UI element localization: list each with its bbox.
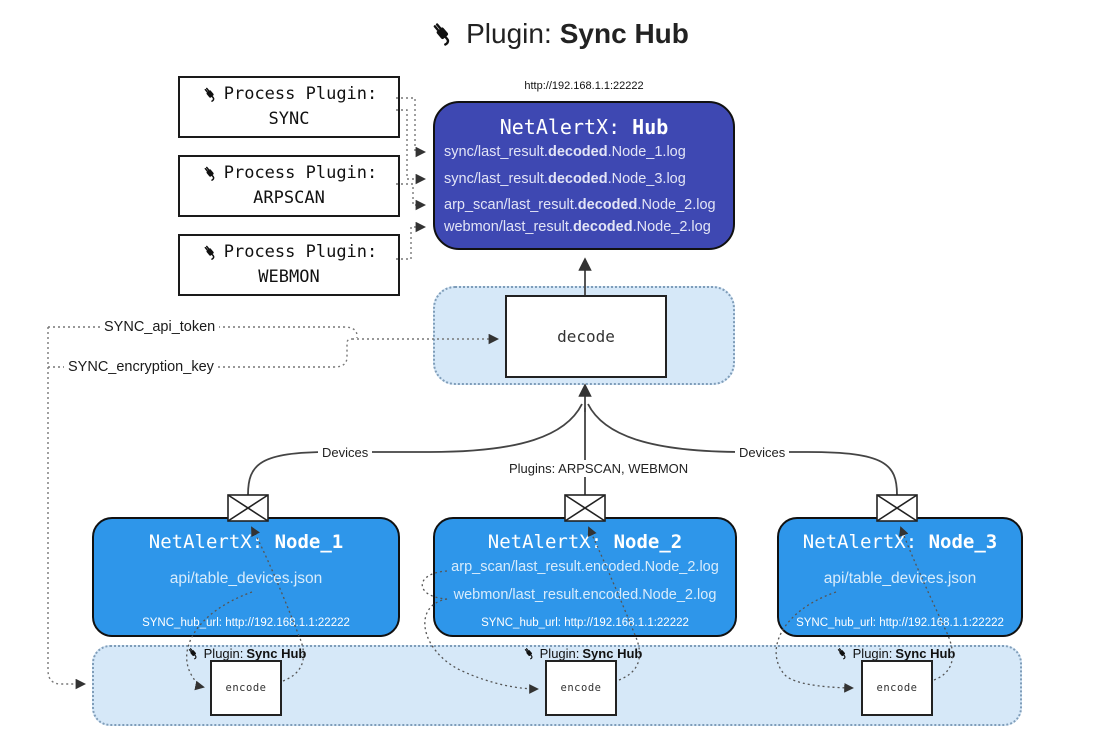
hub-title-prefix: NetAlertX: (499, 115, 621, 139)
hub-log-line: sync/last_result.decoded.Node_1.log (444, 144, 686, 160)
sync-api-token-label: SYNC_api_token (100, 319, 220, 335)
decode-box: decode (505, 295, 667, 378)
page-title-prefix: Plugin: (466, 18, 552, 49)
node-title: NetAlertX: Node_1 (148, 531, 344, 553)
encode-box-3: encode (861, 660, 933, 716)
encode-box-2: encode (545, 660, 617, 716)
hub-log-line: sync/last_result.decoded.Node_3.log (444, 171, 686, 187)
process-plugin-name: SYNC (268, 109, 310, 129)
hub-title-name: Hub (632, 115, 669, 139)
node-file-line: arp_scan/last_result.encoded.Node_2.log (451, 559, 719, 575)
plug-icon (186, 646, 201, 661)
plugin-to-hub-wires (396, 97, 427, 260)
node-hub-url: SYNC_hub_url: http://192.168.1.1:22222 (481, 617, 689, 629)
process-plugin-label: Process Plugin: (223, 242, 378, 262)
hub-box: NetAlertX: Hub sync/last_result.decoded.… (433, 101, 735, 250)
encoder-label-2: Plugin: Sync Hub (482, 646, 682, 661)
plug-icon (201, 85, 220, 104)
process-plugin-box-sync: Process Plugin: SYNC (178, 76, 400, 138)
hub-log-line: webmon/last_result.decoded.Node_2.log (444, 219, 711, 235)
plug-icon (835, 646, 850, 661)
node-box-node1: NetAlertX: Node_1 api/table_devices.json… (92, 517, 400, 637)
encode-box-1: encode (210, 660, 282, 716)
plug-icon (522, 646, 537, 661)
node-box-node2: NetAlertX: Node_2 arp_scan/last_result.e… (433, 517, 737, 637)
page-title-name: Sync Hub (559, 18, 689, 49)
plug-icon (201, 164, 220, 183)
process-plugin-name: ARPSCAN (253, 188, 325, 208)
process-plugin-box-arpscan: Process Plugin: ARPSCAN (178, 155, 400, 217)
node-file-line: api/table_devices.json (823, 570, 977, 587)
devices-edge-label-right: Devices (735, 444, 790, 461)
process-plugin-label: Process Plugin: (223, 84, 378, 104)
encoder-label-1: Plugin: Sync Hub (146, 646, 346, 661)
sync-encryption-key-label: SYNC_encryption_key (64, 359, 218, 375)
node-box-node3: NetAlertX: Node_3 api/table_devices.json… (777, 517, 1023, 637)
hub-title: NetAlertX: Hub (435, 115, 733, 139)
hub-url: http://192.168.1.1:22222 (524, 80, 644, 92)
process-plugin-box-webmon: Process Plugin: WEBMON (178, 234, 400, 296)
hub-log-line: arp_scan/last_result.decoded.Node_2.log (444, 197, 716, 213)
encoder-label-3: Plugin: Sync Hub (795, 646, 995, 661)
plug-icon (201, 243, 220, 262)
plug-icon (428, 19, 458, 49)
process-plugin-label: Process Plugin: (223, 163, 378, 183)
node-hub-url: SYNC_hub_url: http://192.168.1.1:22222 (796, 617, 1004, 629)
node-file-line: api/table_devices.json (169, 570, 323, 587)
devices-edge-label-left: Devices (318, 444, 373, 461)
node-file-line: webmon/last_result.encoded.Node_2.log (453, 587, 717, 603)
plugins-edge-label: Plugins: ARPSCAN, WEBMON (505, 460, 693, 477)
process-plugin-name: WEBMON (258, 267, 320, 287)
page-title: Plugin: Sync Hub (0, 18, 1117, 50)
node-title: NetAlertX: Node_3 (802, 531, 998, 553)
node-hub-url: SYNC_hub_url: http://192.168.1.1:22222 (142, 617, 350, 629)
node-title: NetAlertX: Node_2 (487, 531, 683, 553)
